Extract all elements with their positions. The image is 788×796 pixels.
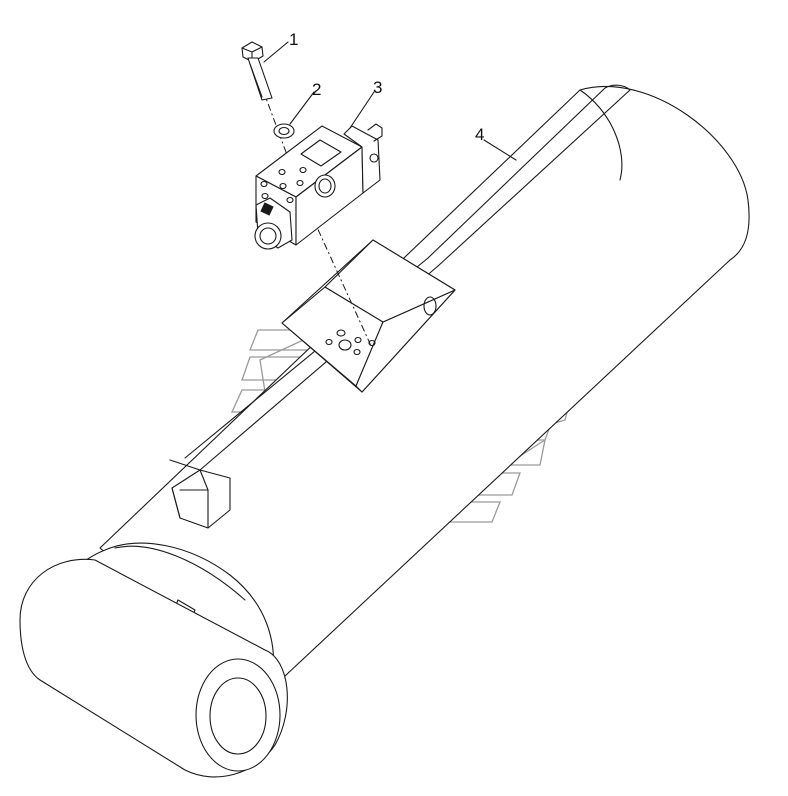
bolt xyxy=(241,41,273,101)
callout-2: 2 xyxy=(312,80,321,99)
callout-4: 4 xyxy=(475,125,484,144)
leader-lines xyxy=(263,41,517,161)
cylinder-rail xyxy=(427,84,631,267)
callout-3: 3 xyxy=(373,78,382,97)
cylinder-barrel xyxy=(99,85,750,691)
mounting-pad xyxy=(281,239,456,393)
washer xyxy=(273,123,295,139)
hydraulic-cylinder xyxy=(19,84,750,778)
callout-1: 1 xyxy=(289,30,298,49)
valve-block xyxy=(254,123,383,250)
